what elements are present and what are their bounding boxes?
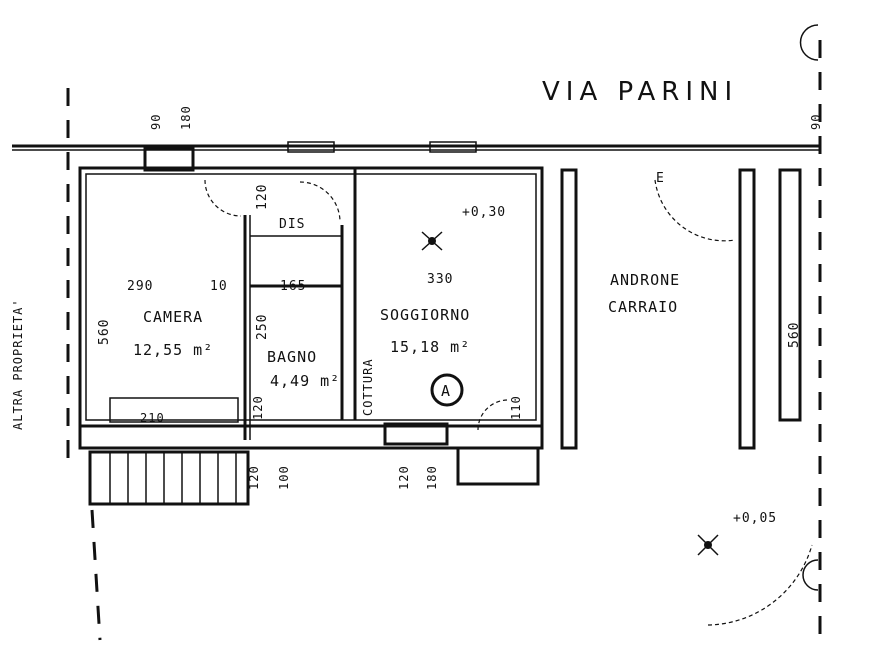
staircase — [88, 450, 250, 506]
circle-marker-label: A — [441, 382, 451, 400]
bagno-dim-width: 165 — [280, 279, 306, 294]
window-soggiorno — [429, 141, 477, 153]
dis-name: DIS — [279, 217, 305, 232]
e-mark: E — [656, 171, 665, 186]
dim-window-top-left: 90 — [149, 114, 163, 130]
dim-window-top-left-b: 180 — [179, 105, 193, 130]
androne-pillar — [778, 168, 802, 422]
androne-wall-left — [560, 168, 578, 450]
apartment-outline-inner — [85, 173, 537, 421]
androne-dim: 560 — [787, 322, 802, 348]
camera-name: CAMERA — [143, 308, 203, 326]
camera-dim-height: 560 — [97, 319, 112, 345]
camera-dim-b: 10 — [210, 279, 228, 294]
neighbour-label: ALTRA PROPRIETA' — [11, 298, 25, 430]
door-dis-swing — [299, 181, 341, 223]
dim-stair-side: 120 — [247, 465, 261, 490]
soggiorno-name: SOGGIORNO — [380, 306, 470, 324]
androne-name: ANDRONE — [610, 271, 680, 289]
door-entrance-swing — [477, 399, 509, 431]
property-line-lower — [90, 509, 102, 641]
door-camera-swing — [204, 179, 242, 217]
bagno-name: BAGNO — [267, 348, 317, 366]
door-androne-swing — [654, 179, 736, 242]
window-camera — [143, 146, 195, 172]
soggiorno-area: 15,18 m² — [390, 338, 470, 356]
level-marker-icon — [697, 534, 719, 556]
dim-stair-side-b: 100 — [277, 465, 291, 490]
yard-level: +0,05 — [733, 511, 777, 526]
androne-wall-right — [738, 168, 756, 450]
dim-camera-bottom: 210 — [140, 411, 165, 425]
camera-dim-width: 290 — [127, 279, 153, 294]
bottom-wall — [78, 424, 544, 450]
androne-name-2: CARRAIO — [608, 298, 678, 316]
north-arrow-icon — [421, 231, 443, 251]
stair-steps — [109, 452, 237, 504]
bagno-area: 4,49 m² — [270, 372, 340, 390]
column-bottom-right — [802, 559, 819, 591]
dim-door-right: 110 — [509, 395, 523, 420]
camera-area: 12,55 m² — [133, 341, 213, 359]
window-bottom-soggiorno — [383, 422, 449, 446]
column-top-right — [799, 24, 819, 61]
soggiorno-level: +0,30 — [462, 205, 506, 220]
soggiorno-dim: 330 — [427, 272, 453, 287]
street-name: VIA PARINI — [542, 77, 738, 107]
cottura-name: COTTURA — [361, 358, 375, 416]
circle-marker-a — [430, 373, 464, 407]
dim-window-bottom-b: 180 — [425, 465, 439, 490]
dim-top-right: 90 — [809, 114, 823, 130]
entrance-box — [456, 446, 540, 486]
bagno-dim-height: 250 — [255, 314, 270, 340]
dim-window-bottom: 120 — [397, 465, 411, 490]
camera-built-in — [109, 397, 239, 423]
dis-dim: 120 — [255, 184, 270, 210]
window-dis — [287, 141, 335, 153]
dim-wall-note: 120 — [251, 395, 265, 420]
door-yard-swing — [707, 544, 813, 626]
